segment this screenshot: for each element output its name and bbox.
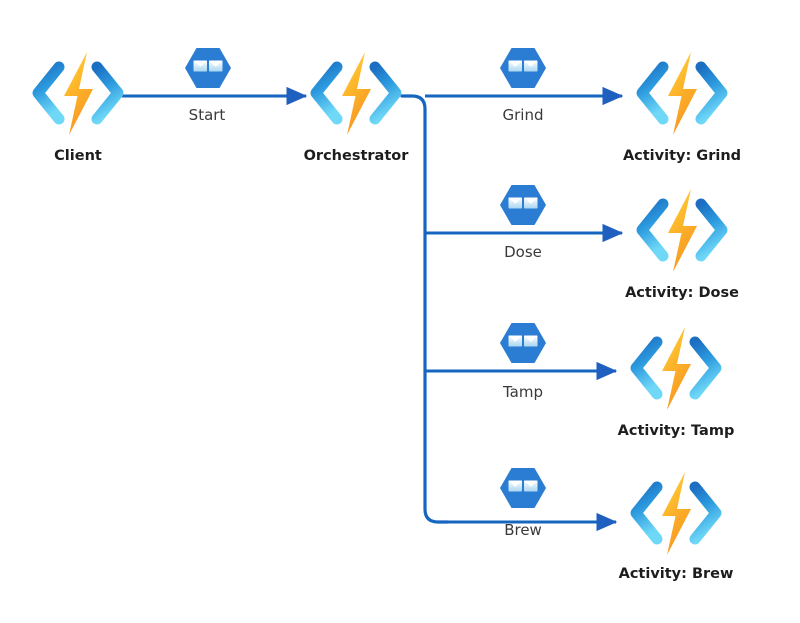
queue-icon-layer xyxy=(185,48,546,508)
client-node[interactable] xyxy=(38,52,118,135)
queue-message-icon xyxy=(500,185,546,225)
edge-label-layer: Start Grind Dose Tamp Brew xyxy=(189,106,544,539)
node-label-activity-tamp: Activity: Tamp xyxy=(618,423,735,439)
activity-tamp-node[interactable] xyxy=(636,327,716,410)
azure-function-icon xyxy=(38,52,118,135)
queue-message-icon xyxy=(500,323,546,363)
node-label-activity-dose: Activity: Dose xyxy=(625,285,739,301)
activity-dose-node[interactable] xyxy=(642,189,722,272)
node-label-activity-brew: Activity: Brew xyxy=(619,566,734,582)
edge-layer xyxy=(122,86,624,532)
node-label-layer: Client Orchestrator Activity: Grind Acti… xyxy=(54,148,741,582)
queue-message-icon xyxy=(500,468,546,508)
node-label-activity-grind: Activity: Grind xyxy=(623,148,741,164)
edge-label-brew: Brew xyxy=(504,521,542,539)
azure-function-icon xyxy=(636,472,716,555)
edge-label-dose: Dose xyxy=(504,243,542,261)
azure-function-icon xyxy=(316,52,396,135)
node-label-client: Client xyxy=(54,148,102,164)
queue-message-icon xyxy=(185,48,231,88)
azure-function-icon xyxy=(636,327,716,410)
edge-label-tamp: Tamp xyxy=(502,383,543,401)
queue-message-icon xyxy=(500,48,546,88)
edge-label-grind: Grind xyxy=(503,106,544,124)
activity-grind-node[interactable] xyxy=(642,52,722,135)
azure-function-icon xyxy=(642,189,722,272)
edge-label-start: Start xyxy=(189,106,226,124)
orchestrator-node[interactable] xyxy=(316,52,396,135)
activity-brew-node[interactable] xyxy=(636,472,716,555)
edge-fanout-trunk xyxy=(400,94,450,524)
node-label-orchestrator: Orchestrator xyxy=(304,148,410,164)
azure-function-icon xyxy=(642,52,722,135)
node-icon-layer xyxy=(38,52,722,555)
